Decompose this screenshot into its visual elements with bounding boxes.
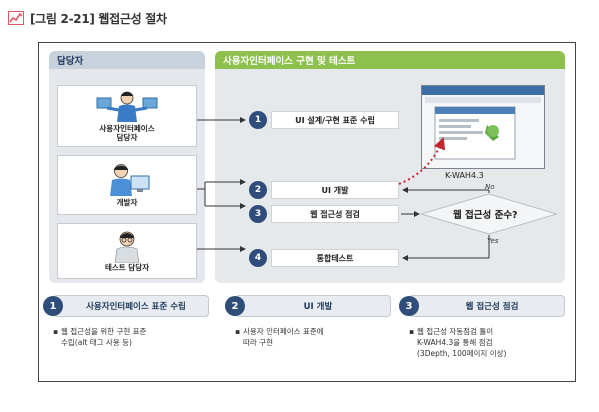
info-card-number: 1 bbox=[43, 296, 63, 316]
flow-arrows bbox=[197, 117, 490, 261]
developer-person-icon bbox=[110, 164, 150, 197]
step-ui-standard: UI 설계/구현 표준 수립 bbox=[271, 111, 399, 129]
no-branch-label: No bbox=[485, 183, 495, 191]
figure-caption: [그림 2-21] 웹접근성 절차 bbox=[8, 8, 167, 28]
info-card-text: 사용자 인터페이스 표준에 따라 구현 bbox=[243, 327, 324, 347]
role-card-developer: 개발자 bbox=[57, 155, 197, 215]
role-label: 개발자 bbox=[116, 198, 138, 208]
info-card-title: 웹 접근성 점검 bbox=[409, 295, 565, 317]
diagram-frame: 담당자 사용자인터페이스 담당자 개발자 bbox=[38, 42, 576, 382]
yes-branch-label: Yes bbox=[487, 237, 499, 245]
step-number-badge: 1 bbox=[249, 111, 267, 129]
caption-text: [그림 2-21] 웹접근성 절차 bbox=[30, 11, 167, 26]
step-integration-test: 통합테스트 bbox=[271, 249, 399, 267]
step-accessibility-check: 웹 접근성 점검 bbox=[271, 205, 399, 223]
bullet-icon: ▪ bbox=[409, 327, 415, 336]
info-card-body: ▪ 사용자 인터페이스 표준에 따라 구현 bbox=[235, 327, 393, 349]
roles-panel: 담당자 사용자인터페이스 담당자 개발자 bbox=[49, 51, 205, 283]
role-label: 테스트 담당자 bbox=[104, 263, 149, 273]
info-card-number: 2 bbox=[225, 296, 245, 316]
bullet-icon: ▪ bbox=[235, 327, 241, 336]
roles-panel-title: 담당자 bbox=[49, 51, 205, 69]
decision-diamond-icon bbox=[421, 193, 557, 235]
role-card-ui-designer: 사용자인터페이스 담당자 bbox=[57, 85, 197, 147]
decision-label: 웹 접근성 준수? bbox=[453, 210, 518, 221]
info-card-3: 웹 접근성 점검 3 ▪ 웹 접근성 자동점검 툴이 K-WAH4.3을 통해 … bbox=[399, 295, 565, 377]
step-number-badge: 2 bbox=[249, 181, 267, 199]
chart-icon bbox=[8, 11, 24, 25]
step-number-badge: 3 bbox=[249, 205, 267, 223]
info-card-text: 웹 접근성 자동점검 툴이 K-WAH4.3을 통해 점검 (3Depth, 1… bbox=[417, 327, 507, 358]
screenshot-caption: K-WAH4.3 bbox=[445, 171, 484, 180]
info-card-1: 사용자인터페이스 표준 수립 1 ▪ 웹 접근성을 위한 구현 표준 수립(al… bbox=[43, 295, 209, 377]
step-ui-development: UI 개발 bbox=[271, 181, 399, 199]
info-card-body: ▪ 웹 접근성 자동점검 툴이 K-WAH4.3을 통해 점검 (3Depth,… bbox=[409, 327, 567, 360]
info-card-body: ▪ 웹 접근성을 위한 구현 표준 수립(alt 태그 사용 등) bbox=[53, 327, 211, 349]
bullet-icon: ▪ bbox=[53, 327, 59, 336]
info-card-title: UI 개발 bbox=[235, 295, 391, 317]
info-card-title: 사용자인터페이스 표준 수립 bbox=[53, 295, 209, 317]
designer-person-icon bbox=[96, 91, 158, 122]
process-panel-title: 사용자인터페이스 구현 및 테스트 bbox=[215, 51, 565, 69]
process-panel: 사용자인터페이스 구현 및 테스트 K-WAH4.3 1 UI 설계/구현 표준… bbox=[215, 51, 565, 283]
tester-person-icon bbox=[114, 231, 140, 264]
role-label: 사용자인터페이스 담당자 bbox=[99, 123, 155, 142]
step-number-badge: 4 bbox=[249, 249, 267, 267]
role-card-tester: 테스트 담당자 bbox=[57, 223, 197, 279]
info-card-text: 웹 접근성을 위한 구현 표준 수립(alt 태그 사용 등) bbox=[61, 327, 147, 347]
info-card-number: 3 bbox=[399, 296, 419, 316]
kwah-screenshot-icon bbox=[421, 85, 545, 169]
info-card-2: UI 개발 2 ▪ 사용자 인터페이스 표준에 따라 구현 bbox=[225, 295, 391, 377]
